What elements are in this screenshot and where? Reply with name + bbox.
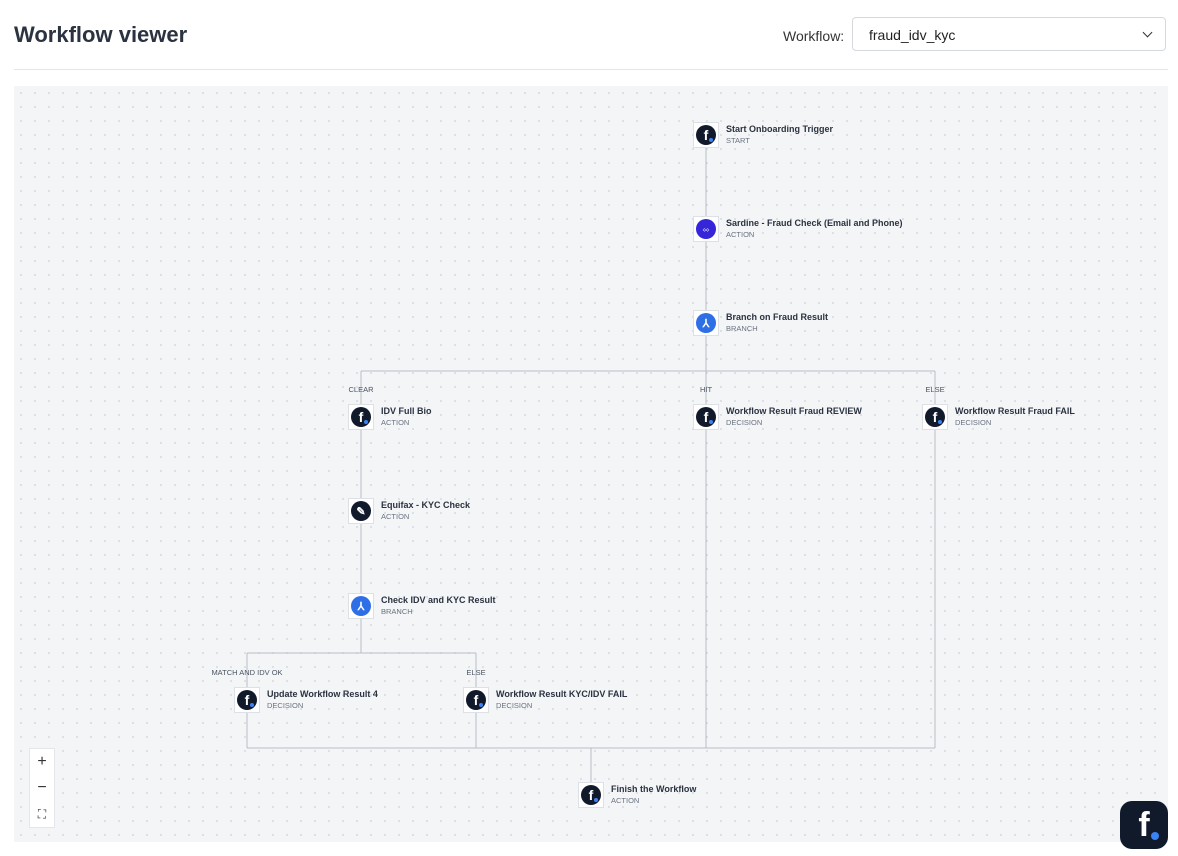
node-type: ACTION (381, 418, 410, 427)
node-type: DECISION (496, 701, 533, 710)
workflow-select[interactable]: fraud_idv_kyc (852, 17, 1166, 51)
brand-logo: f (1120, 801, 1168, 849)
fingerprint-logo-icon: f (466, 690, 486, 710)
edge-label: HIT (699, 385, 713, 394)
node-icon-box: f (578, 782, 604, 808)
node-type: DECISION (267, 701, 304, 710)
edge-label: ELSE (466, 668, 486, 677)
node-icon-box: f (463, 687, 489, 713)
node-title: Update Workflow Result 4 (267, 689, 378, 699)
fingerprint-logo-icon: f (581, 785, 601, 805)
workflow-canvas[interactable] (14, 86, 1168, 842)
node-icon-box: f (693, 122, 719, 148)
sardine-icon: ◇◇ (696, 219, 716, 239)
fingerprint-logo-icon: f (351, 407, 371, 427)
node-title: Finish the Workflow (611, 784, 697, 794)
fingerprint-logo-icon: f (237, 690, 257, 710)
node-type: ACTION (726, 230, 755, 239)
node-type: DECISION (726, 418, 763, 427)
node-title: Workflow Result KYC/IDV FAIL (496, 689, 628, 699)
node-type: BRANCH (726, 324, 758, 333)
node-type: BRANCH (381, 607, 413, 616)
node-type: DECISION (955, 418, 992, 427)
branch-icon: ⅄ (696, 313, 716, 333)
node-icon-box: ⅄ (348, 593, 374, 619)
node-title: Workflow Result Fraud REVIEW (726, 406, 862, 416)
zoom-in-button[interactable]: + (37, 753, 47, 770)
divider (14, 69, 1168, 70)
node-icon-box: f (348, 404, 374, 430)
node-type: ACTION (381, 512, 410, 521)
zoom-out-button[interactable]: − (37, 779, 47, 796)
node-title: Equifax - KYC Check (381, 500, 471, 510)
fingerprint-logo-icon: f (696, 407, 716, 427)
node-title: Sardine - Fraud Check (Email and Phone) (726, 218, 903, 228)
branch-icon: ⅄ (351, 596, 371, 616)
edge (246, 148, 936, 782)
edge-label: CLEAR (348, 385, 374, 394)
node-icon-box: ◇◇ (693, 216, 719, 242)
node-type: ACTION (611, 796, 640, 805)
workflow-select-value: fraud_idv_kyc (869, 27, 956, 43)
fingerprint-logo-icon: f (925, 407, 945, 427)
node-title: Branch on Fraud Result (726, 312, 829, 322)
node-title: IDV Full Bio (381, 406, 432, 416)
node-title: Check IDV and KYC Result (381, 595, 496, 605)
node-icon-box: ⅄ (693, 310, 719, 336)
fingerprint-logo-icon: f (696, 125, 716, 145)
equifax-icon: ✎ (351, 501, 371, 521)
node-type: START (726, 136, 750, 145)
zoom-controls: + − ⛶ (29, 748, 55, 828)
node-icon-box: ✎ (348, 498, 374, 524)
node-title: Workflow Result Fraud FAIL (955, 406, 1075, 416)
page-title: Workflow viewer (14, 22, 188, 47)
node-title: Start Onboarding Trigger (726, 124, 834, 134)
fit-view-button[interactable]: ⛶ (37, 806, 47, 821)
node-icon-box: f (693, 404, 719, 430)
node-icon-box: f (234, 687, 260, 713)
edge-label: ELSE (925, 385, 945, 394)
node-icon-box: f (922, 404, 948, 430)
edge-label: MATCH AND IDV OK (211, 668, 283, 677)
workflow-label: Workflow: (783, 28, 845, 44)
